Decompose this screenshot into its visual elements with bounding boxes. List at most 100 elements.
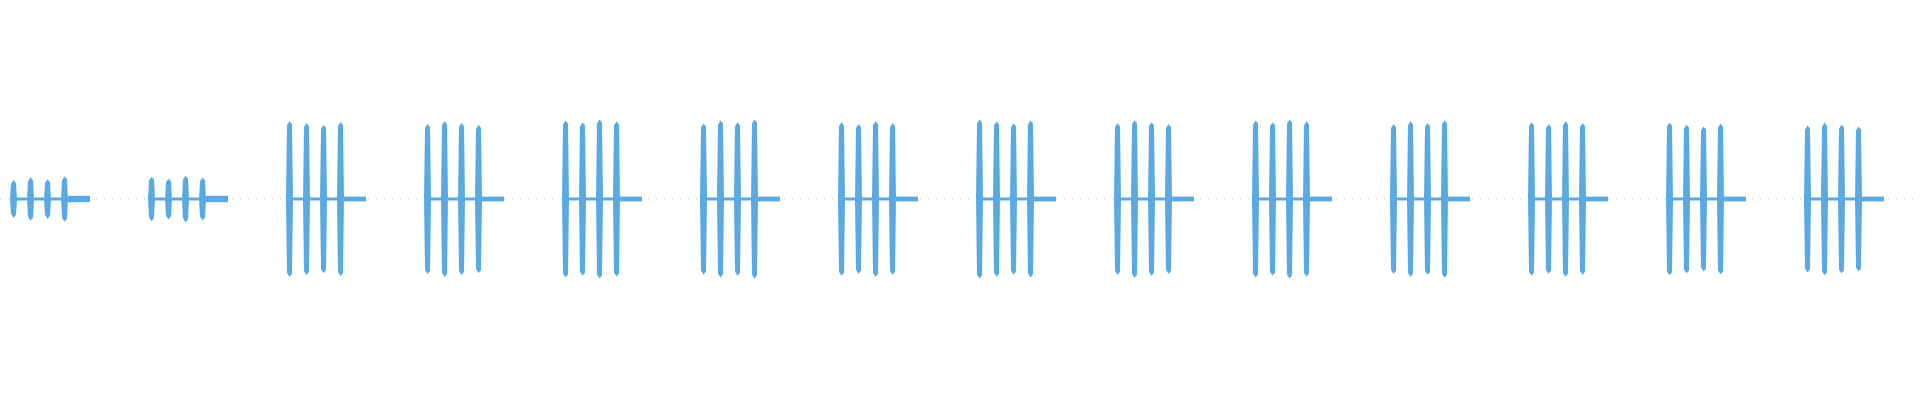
waveform-pulse: [1148, 122, 1155, 276]
waveform-pulse: [1131, 120, 1138, 278]
waveform-pulse: [441, 121, 448, 277]
waveform-pulse: [596, 119, 603, 279]
waveform-connector: [34, 197, 44, 201]
waveform-connector: [845, 197, 855, 201]
waveform-pulse: [838, 122, 845, 276]
waveform-pulse: [1683, 124, 1690, 274]
waveform-burst: [286, 121, 366, 277]
waveform-connector: [465, 197, 475, 201]
waveform-connector: [1811, 197, 1821, 201]
waveform-tail: [1172, 196, 1194, 202]
waveform-pulse: [1545, 124, 1552, 274]
waveform-burst: [1528, 121, 1608, 277]
waveform-pulse: [579, 122, 586, 276]
waveform-pulse: [10, 180, 17, 218]
waveform-pulse: [148, 176, 155, 222]
waveform-connector: [448, 197, 458, 201]
waveform-tail: [1862, 196, 1884, 202]
waveform-pulse: [562, 120, 569, 278]
waveform-connector: [1569, 197, 1579, 201]
waveform-pulse: [1804, 125, 1811, 273]
waveform-connector: [879, 197, 889, 201]
waveform-pulse: [286, 121, 293, 277]
waveform-tail: [344, 196, 366, 202]
waveform-pulse: [1252, 120, 1259, 278]
waveform-connector: [293, 197, 303, 201]
waveform-pulse: [1286, 119, 1293, 279]
waveform-burst: [10, 176, 90, 222]
waveform-tail: [1724, 196, 1746, 202]
waveform-pulse: [337, 122, 344, 276]
waveform-pulse: [1838, 124, 1845, 274]
waveform-burst: [562, 119, 642, 279]
waveform-tail: [206, 195, 228, 203]
waveform-burst: [838, 121, 918, 277]
waveform-connector: [310, 197, 320, 201]
waveform-pulse: [1114, 123, 1121, 275]
waveform-connector: [707, 197, 717, 201]
waveform-pulse: [1269, 122, 1276, 276]
waveform-burst: [700, 119, 780, 279]
waveform-connector: [155, 197, 165, 201]
waveform-pulse: [1562, 121, 1569, 277]
waveform-connector: [189, 197, 199, 201]
waveform-connector: [569, 197, 579, 201]
waveform-pulse: [993, 121, 1000, 277]
waveform-pulse: [1165, 124, 1172, 274]
waveform-connector: [1535, 197, 1545, 201]
waveform-pulse: [199, 177, 206, 221]
waveform-connector: [1552, 197, 1562, 201]
waveform-connector: [1845, 197, 1855, 201]
waveform-pulse: [303, 123, 310, 275]
waveform-pulse: [320, 124, 327, 274]
waveform-pulse: [1390, 124, 1397, 274]
waveform-pulse: [700, 123, 707, 275]
waveform-pulse: [458, 123, 465, 275]
waveform-tail: [68, 195, 90, 203]
waveform-connector: [724, 197, 734, 201]
waveform-pulse: [1717, 123, 1724, 275]
waveform-pulse: [889, 123, 896, 275]
waveform-pulse: [182, 175, 189, 223]
waveform-pulse: [165, 178, 172, 220]
waveform-connector: [862, 197, 872, 201]
waveform-tail: [1586, 196, 1608, 202]
waveform-connector: [1017, 197, 1027, 201]
waveform-pulse: [1441, 120, 1448, 278]
waveform-connector: [1828, 197, 1838, 201]
waveform-connector: [1121, 197, 1131, 201]
waveform-connector: [1000, 197, 1010, 201]
waveform-connector: [1293, 197, 1303, 201]
waveform-pulse: [717, 120, 724, 278]
waveform-tail: [896, 196, 918, 202]
waveform-connector: [983, 197, 993, 201]
waveform-pulse: [1579, 123, 1586, 275]
waveform-pulse: [475, 124, 482, 274]
waveform-connector: [327, 197, 337, 201]
waveform-connector: [1690, 197, 1700, 201]
waveform-connector: [1414, 197, 1424, 201]
waveform-burst: [1114, 120, 1194, 278]
waveform-burst: [424, 121, 504, 277]
waveform-tail: [1310, 196, 1332, 202]
waveform-connector: [1276, 197, 1286, 201]
waveform-connector: [603, 197, 613, 201]
waveform-pulse: [1407, 121, 1414, 277]
waveform-connector: [1155, 197, 1165, 201]
waveform-pulse: [1303, 121, 1310, 277]
waveform-connector: [1397, 197, 1407, 201]
waveform-connector: [17, 197, 27, 201]
waveform-tail: [620, 196, 642, 202]
waveform-pulse: [424, 123, 431, 275]
waveform-bursts: [10, 119, 1884, 279]
waveform-pulse: [1855, 126, 1862, 272]
waveform-pulse: [1821, 122, 1828, 276]
waveform-connector: [1138, 197, 1148, 201]
waveform-pulse: [1010, 123, 1017, 275]
waveform-connector: [1431, 197, 1441, 201]
waveform-pulse: [751, 119, 758, 279]
waveform-burst: [976, 119, 1056, 279]
waveform-connector: [172, 197, 182, 201]
